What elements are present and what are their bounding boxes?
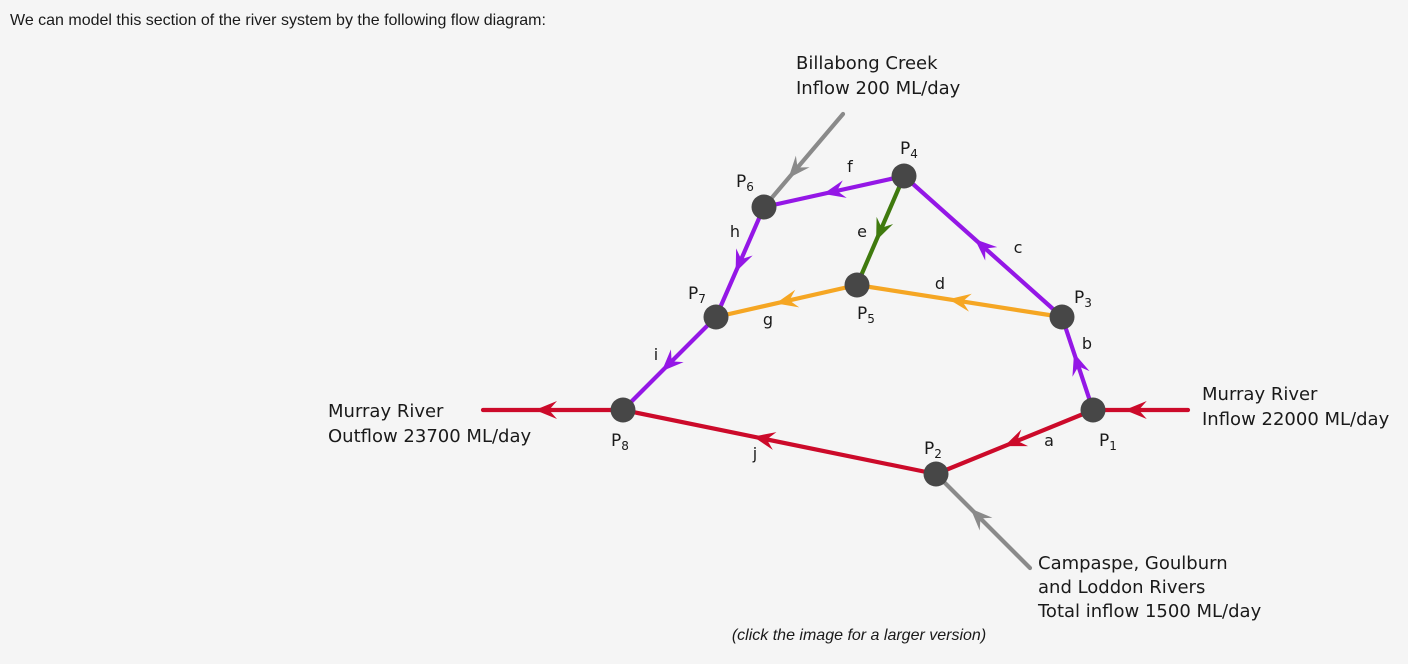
arrow-b-icon <box>1072 353 1090 377</box>
edge-label-h: h <box>730 222 740 241</box>
murray-inflow-label-line1: Murray River <box>1202 384 1318 405</box>
arrow-h-icon <box>735 248 753 273</box>
edge-label-e: e <box>857 222 867 241</box>
node-p2 <box>923 461 949 487</box>
node-label-p5: P5 <box>857 304 875 326</box>
node-label-p7: P7 <box>688 284 706 306</box>
edge-label-c: c <box>1014 238 1023 257</box>
tributaries-label-line1: Campaspe, Goulburn <box>1038 553 1228 574</box>
murray-outflow-arrow-icon <box>535 401 557 419</box>
tributaries-label-line3: Total inflow 1500 ML/day <box>1037 601 1262 622</box>
edge-label-d: d <box>935 274 945 293</box>
tributaries-inflow-arrow-icon <box>970 508 993 531</box>
tributaries-label-line2: and Loddon Rivers <box>1038 577 1205 598</box>
node-label-p3: P3 <box>1074 288 1092 310</box>
node-p7 <box>703 304 729 330</box>
node-label-p4: P4 <box>900 139 918 161</box>
arrow-a-icon <box>1004 429 1029 447</box>
murray-inflow-label-line2: Inflow 22000 ML/day <box>1202 409 1390 430</box>
node-p8 <box>610 397 636 423</box>
node-p5 <box>844 272 870 298</box>
edge-label-i: i <box>654 345 658 364</box>
arrow-j-icon <box>753 432 777 450</box>
arrow-c-icon <box>974 239 998 261</box>
node-p1 <box>1080 397 1106 423</box>
larger-version-link[interactable]: (click the image for a larger version) <box>731 627 987 644</box>
node-p4 <box>891 163 917 189</box>
tributaries-inflow-line <box>933 471 1033 571</box>
node-label-p8: P8 <box>611 431 629 453</box>
intro-text: We can model this section of the river s… <box>10 12 546 29</box>
node-p3 <box>1049 304 1075 330</box>
edge-label-b: b <box>1082 334 1092 353</box>
billabong-label-line2: Inflow 200 ML/day <box>796 78 961 99</box>
node-p6 <box>751 194 777 220</box>
murray-outflow-label-line1: Murray River <box>328 401 444 422</box>
murray-inflow-arrow-icon <box>1124 401 1147 419</box>
murray-outflow-label-line2: Outflow 23700 ML/day <box>328 426 531 447</box>
billabong-inflow-arrow-icon <box>788 155 810 179</box>
arrow-i-icon <box>661 349 684 372</box>
arrow-d-icon <box>948 293 972 312</box>
edge-label-j: j <box>752 444 757 463</box>
edge-label-g: g <box>763 310 773 329</box>
node-label-p1: P1 <box>1099 431 1117 453</box>
billabong-label-line1: Billabong Creek <box>796 53 938 74</box>
arrow-g-icon <box>775 289 800 308</box>
edge-label-a: a <box>1044 431 1054 450</box>
edge-j <box>620 407 939 477</box>
node-label-p2: P2 <box>924 439 942 461</box>
arrow-e-icon <box>876 216 894 241</box>
billabong-inflow-line <box>761 111 846 210</box>
node-label-p6: P6 <box>736 172 754 194</box>
edge-label-f: f <box>847 157 853 176</box>
arrow-f-icon <box>823 180 847 198</box>
